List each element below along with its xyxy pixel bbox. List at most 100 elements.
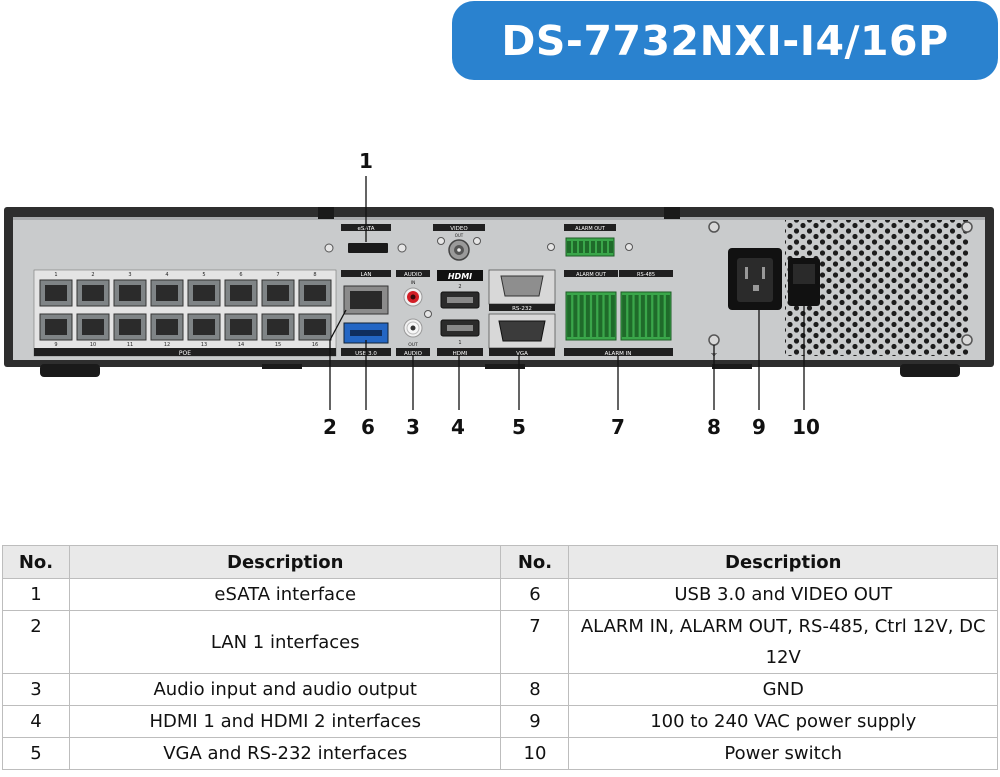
header-description-left: Description xyxy=(68,545,502,579)
poe-port-number-2: 2 xyxy=(91,272,94,278)
audio-out-label: OUT xyxy=(408,342,418,348)
poe-port-13-opening xyxy=(193,319,215,335)
callout-9: 9 xyxy=(752,415,766,439)
row-description: LAN 1 interfaces xyxy=(68,610,502,674)
hdmi-logo-text: HDMI xyxy=(448,272,472,281)
poe-port-8-opening xyxy=(304,285,326,301)
terminal-pin-1-0 xyxy=(622,295,627,337)
poe-port-number-16: 16 xyxy=(312,342,318,348)
model-title-badge: DS-7732NXI-I4/16P xyxy=(452,1,998,80)
table-row: 5 VGA and RS-232 interfaces 10 Power swi… xyxy=(2,737,998,770)
poe-port-3-opening xyxy=(119,285,141,301)
video-out-port[interactable]: VIDEO OUT xyxy=(433,224,485,261)
terminal-pin-2-0 xyxy=(567,241,571,253)
row-no: 5 xyxy=(2,737,70,770)
model-title: DS-7732NXI-I4/16P xyxy=(501,16,949,65)
rs232-vga-block: RS-232 VGA xyxy=(488,269,556,357)
callout-8: 8 xyxy=(707,415,721,439)
video-label: VIDEO xyxy=(450,226,468,232)
callout-5: 5 xyxy=(512,415,526,439)
terminal-pin-2-1 xyxy=(573,241,577,253)
poe-port-6-opening xyxy=(230,285,252,301)
poe-port-number-12: 12 xyxy=(164,342,170,348)
row-description-line-2: 12V xyxy=(765,647,801,668)
terminal-pin-1-5 xyxy=(653,295,658,337)
poe-port-number-5: 5 xyxy=(202,272,205,278)
row-no: 3 xyxy=(2,673,70,706)
terminal-pin-1-4 xyxy=(647,295,652,337)
terminal-pin-2-5 xyxy=(597,241,601,253)
gnd-screw[interactable] xyxy=(708,334,720,346)
header-no-right: No. xyxy=(500,545,570,579)
poe-port-number-6: 6 xyxy=(239,272,242,278)
row-description: Power switch xyxy=(568,737,998,770)
poe-port-4-opening xyxy=(156,285,178,301)
row-description: GND xyxy=(568,673,998,706)
terminal-pin-1-6 xyxy=(659,295,664,337)
callout-4: 4 xyxy=(451,415,465,439)
terminal-pin-1-3 xyxy=(640,295,645,337)
poe-port-15-opening xyxy=(267,319,289,335)
audio-label: AUDIO xyxy=(404,272,423,278)
terminal-pin-1-2 xyxy=(634,295,639,337)
terminal-pin-1-1 xyxy=(628,295,633,337)
interface-table: No. Description No. Description 1 eSATA … xyxy=(2,545,998,770)
terminal-pin-2-6 xyxy=(603,241,607,253)
poe-port-number-13: 13 xyxy=(201,342,207,348)
rs485-label: RS-485 xyxy=(637,272,655,278)
terminal-pin-1-7 xyxy=(665,295,670,337)
hdmi-port-2-label: 2 xyxy=(458,284,461,290)
callout-3: 3 xyxy=(406,415,420,439)
video-out-sub-label: OUT xyxy=(455,233,464,238)
poe-port-number-1: 1 xyxy=(54,272,57,278)
row-description: 100 to 240 VAC power supply xyxy=(568,705,998,738)
callout-6: 6 xyxy=(361,415,375,439)
terminal-pin-0-2 xyxy=(579,295,584,337)
hdmi-label: HDMI xyxy=(453,351,468,357)
poe-port-number-11: 11 xyxy=(127,342,133,348)
row-no: 1 xyxy=(2,578,70,611)
poe-port-9-opening xyxy=(45,319,67,335)
poe-port-7-opening xyxy=(267,285,289,301)
row-no: 6 xyxy=(500,578,570,611)
alarm-in-label: ALARM IN xyxy=(605,351,632,357)
terminal-pin-2-3 xyxy=(585,241,589,253)
row-no: 2 xyxy=(2,610,70,674)
poe-port-11-opening xyxy=(119,319,141,335)
terminal-pin-2-7 xyxy=(609,241,613,253)
row-description: HDMI 1 and HDMI 2 interfaces xyxy=(68,705,502,738)
callout-10: 10 xyxy=(792,415,820,439)
poe-port-2-opening xyxy=(82,285,104,301)
header-description-right: Description xyxy=(568,545,998,579)
row-description: ALARM IN, ALARM OUT, RS-485, Ctrl 12V, D… xyxy=(568,610,998,674)
terminal-pin-0-5 xyxy=(598,295,603,337)
row-description-line-1: ALARM IN, ALARM OUT, RS-485, Ctrl 12V, D… xyxy=(580,616,986,637)
hdmi-block: HDMI 2 1 HDMI xyxy=(437,270,483,357)
row-no: 7 xyxy=(500,610,570,674)
terminal-pin-2-4 xyxy=(591,241,595,253)
hdmi-port-1-label: 1 xyxy=(458,340,461,346)
terminal-pin-0-3 xyxy=(585,295,590,337)
terminal-pin-0-0 xyxy=(567,295,572,337)
row-no-text: 2 xyxy=(30,616,42,637)
poe-label: POE xyxy=(179,350,191,357)
row-no-text: 7 xyxy=(529,616,541,637)
poe-port-12-opening xyxy=(156,319,178,335)
row-no: 10 xyxy=(500,737,570,770)
table-row: 3 Audio input and audio output 8 GND xyxy=(2,673,998,706)
header-no-left: No. xyxy=(2,545,70,579)
alarm-out-terminal[interactable] xyxy=(565,237,615,257)
callout-7: 7 xyxy=(611,415,625,439)
poe-port-number-8: 8 xyxy=(313,272,316,278)
alarm-out-label: ALARM OUT xyxy=(576,272,607,278)
poe-port-16-opening xyxy=(304,319,326,335)
poe-port-number-14: 14 xyxy=(238,342,244,348)
terminal-pin-0-1 xyxy=(573,295,578,337)
row-description: eSATA interface xyxy=(68,578,502,611)
rs232-port[interactable] xyxy=(500,275,544,297)
row-no: 9 xyxy=(500,705,570,738)
row-no: 8 xyxy=(500,673,570,706)
vga-port[interactable] xyxy=(498,320,546,342)
row-description: USB 3.0 and VIDEO OUT xyxy=(568,578,998,611)
